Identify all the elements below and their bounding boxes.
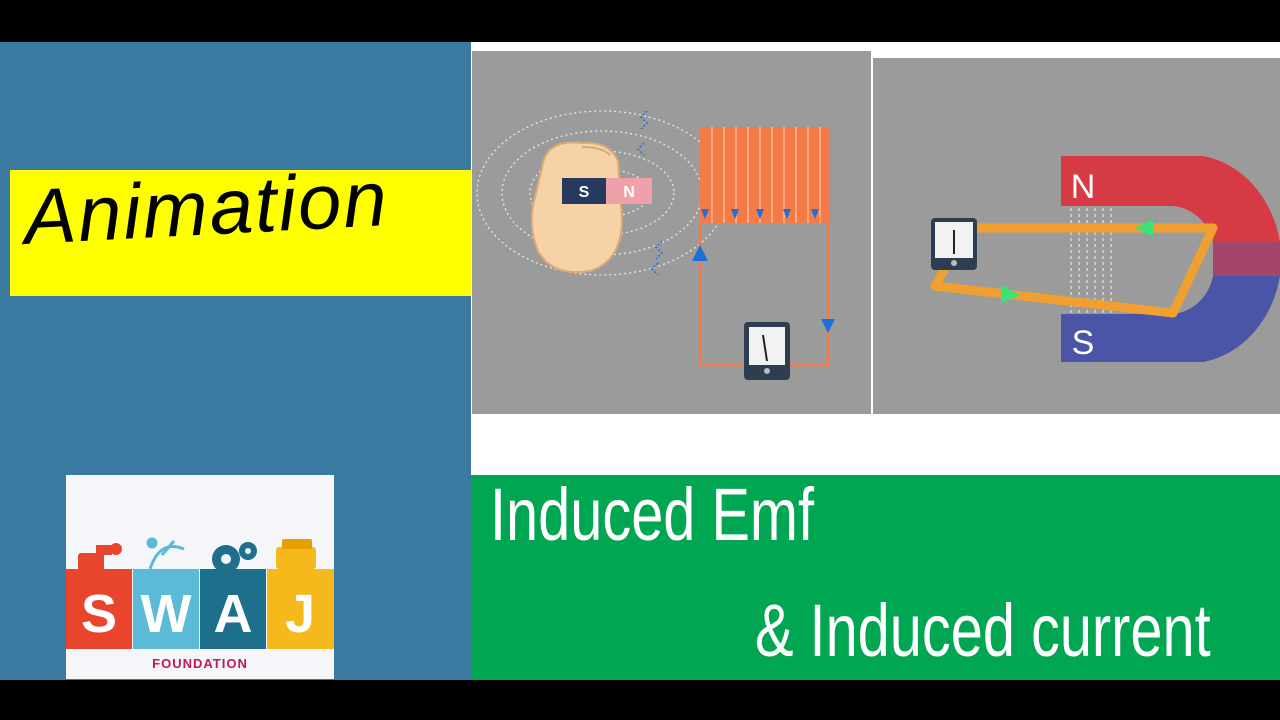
current-arrows bbox=[692, 209, 835, 333]
current-arrows bbox=[1001, 219, 1153, 303]
magnet-south-label: S bbox=[1072, 324, 1095, 362]
logo-subtitle: FOUNDATION bbox=[152, 656, 248, 671]
logo-letter-a: A bbox=[214, 584, 253, 644]
title-line-1: Induced Emf bbox=[490, 473, 815, 556]
logo-letter-s: S bbox=[81, 584, 117, 644]
bar-magnet: S N bbox=[562, 178, 652, 204]
flask-icon bbox=[78, 543, 122, 571]
animation-label: Animation bbox=[21, 153, 391, 261]
keyboard-icon bbox=[276, 539, 316, 569]
bottom-letterbox bbox=[0, 680, 1280, 720]
magnet-north-label: N bbox=[1071, 168, 1096, 206]
horseshoe-magnet: N S bbox=[1061, 156, 1280, 362]
logo-letter-w: W bbox=[141, 584, 192, 644]
galvanometer-icon bbox=[931, 218, 977, 270]
title-line-2: & Induced current bbox=[755, 589, 1211, 672]
coil bbox=[700, 127, 830, 223]
coil-magnet-illustration: S N bbox=[472, 51, 871, 414]
gears-icon bbox=[212, 542, 257, 573]
galvanometer-icon bbox=[744, 322, 790, 380]
magnet-north-label: N bbox=[623, 184, 635, 201]
satellite-dish-icon bbox=[146, 537, 185, 570]
logo-tiles: S W A J bbox=[66, 569, 334, 649]
magnet-south-label: S bbox=[579, 184, 590, 201]
top-letterbox bbox=[0, 0, 1280, 42]
field-change-arrows bbox=[636, 110, 664, 276]
horseshoe-magnet-illustration: N S bbox=[873, 58, 1280, 414]
hand-icon bbox=[530, 141, 624, 273]
logo-letter-j: J bbox=[285, 584, 315, 644]
animation-banner bbox=[10, 170, 471, 296]
swaj-foundation-logo: S W A J FOUNDATION bbox=[66, 475, 334, 679]
title-panel bbox=[471, 475, 1280, 680]
